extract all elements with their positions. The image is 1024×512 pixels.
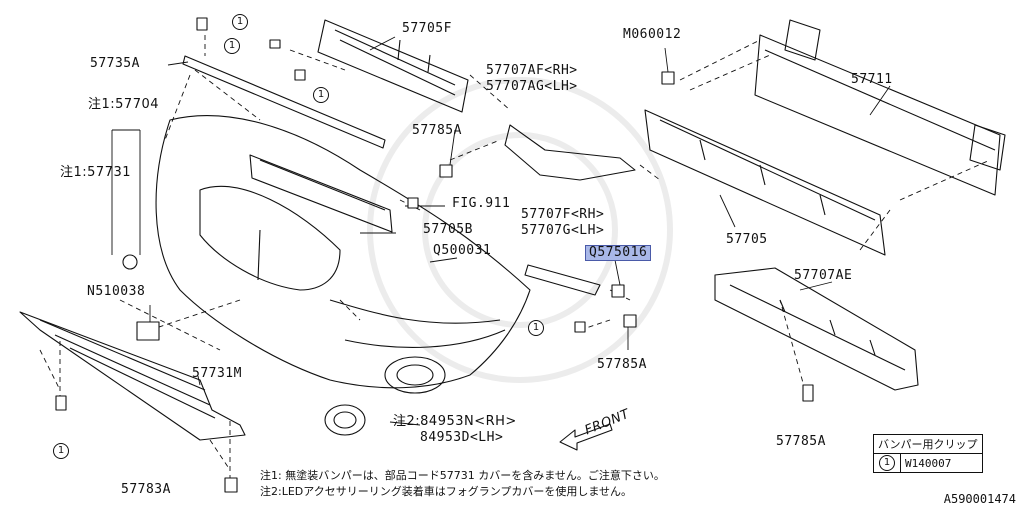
reinforcement-57711 bbox=[754, 19, 1006, 196]
label-FIG911[interactable]: FIG.911 bbox=[452, 196, 511, 211]
side-bracket-57707F bbox=[524, 264, 601, 296]
lower-grille-57731M bbox=[19, 311, 246, 441]
label-N510038: N510038 bbox=[87, 284, 146, 299]
bumper-cover bbox=[155, 115, 531, 394]
label-M060012: M060012 bbox=[623, 27, 682, 42]
label-57704: 注1:57704 bbox=[88, 97, 160, 112]
label-57705: 57705 bbox=[726, 232, 768, 247]
leader-lines bbox=[39, 35, 991, 480]
clip-marker: 1 bbox=[224, 38, 240, 54]
label-57785A-mid: 57785A bbox=[597, 357, 647, 372]
upper-grille-strip bbox=[249, 154, 393, 233]
note-1: 注1: 無塗装バンパーは、部品コード57731 カバーを含みません。ご注意下さい… bbox=[260, 469, 665, 482]
molding-57735A bbox=[182, 55, 386, 149]
label-57707F: 57707F<RH> bbox=[521, 207, 605, 222]
label-84953N: 注2:84953N<RH> bbox=[393, 414, 517, 429]
diagram-reference: A590001474 bbox=[943, 492, 1016, 506]
watermark bbox=[367, 77, 673, 383]
clip-marker: 1 bbox=[232, 14, 248, 30]
label-57707AG: 57707AG<LH> bbox=[486, 79, 578, 94]
clip-marker: 1 bbox=[528, 320, 544, 336]
clip-marker: 1 bbox=[53, 443, 69, 459]
clip-legend-table: バンパー用クリップ 1 W140007 bbox=[873, 434, 983, 473]
absorber-57707AE bbox=[714, 267, 919, 391]
label-57731: 注1:57731 bbox=[60, 165, 132, 180]
legend-value: W140007 bbox=[900, 453, 983, 473]
note-2: 注2:LEDアクセサリーリング装着車はフォグランプカバーを使用しません。 bbox=[260, 485, 633, 498]
label-57783A: 57783A bbox=[121, 482, 171, 497]
fog-ring bbox=[324, 404, 366, 436]
legend-header: バンパー用クリップ bbox=[873, 434, 983, 454]
absorber-57705 bbox=[644, 109, 886, 256]
label-57707G: 57707G<LH> bbox=[521, 223, 605, 238]
upper-bracket-57705F bbox=[317, 19, 469, 113]
label-57735A: 57735A bbox=[90, 56, 140, 71]
clip-marker: 1 bbox=[313, 87, 329, 103]
label-57705B: 57705B bbox=[423, 222, 473, 237]
side-bracket-57707AF bbox=[504, 124, 636, 181]
label-84953D: 84953D<LH> bbox=[420, 430, 504, 445]
label-57711: 57711 bbox=[851, 72, 893, 87]
label-57707AE: 57707AE bbox=[794, 268, 853, 283]
label-57731M: 57731M bbox=[192, 366, 242, 381]
label-57705F: 57705F bbox=[402, 21, 452, 36]
label-57785A-top: 57785A bbox=[412, 123, 462, 138]
front-arrow bbox=[559, 423, 613, 451]
label-Q575016-highlighted[interactable]: Q575016 bbox=[585, 245, 652, 261]
label-57785A-bot: 57785A bbox=[776, 434, 826, 449]
label-57707AF: 57707AF<RH> bbox=[486, 63, 578, 78]
label-Q500031: Q500031 bbox=[433, 243, 492, 258]
fasteners bbox=[55, 17, 814, 493]
legend-key: 1 bbox=[879, 455, 895, 471]
